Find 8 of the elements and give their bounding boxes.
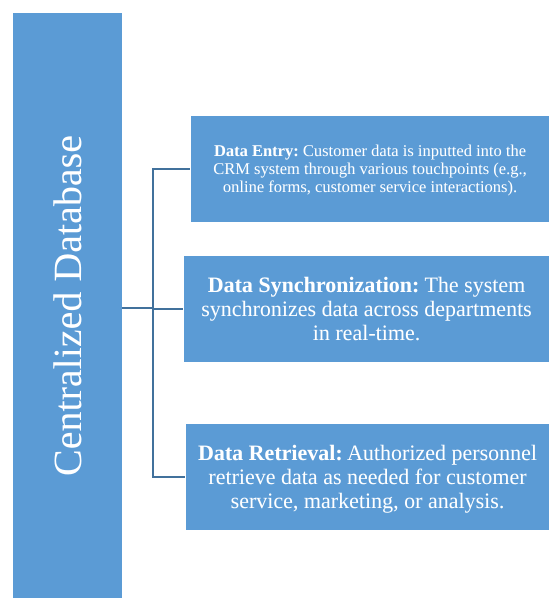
box-text: Data Synchronization: The system synchronizes data across departments in real-time. <box>200 272 533 346</box>
box-text: Data Entry: Customer data is inputted into the CRM system through various touchpoints (e.g., online forms, customer service interactions). <box>212 142 528 196</box>
process-box <box>185 423 550 531</box>
process-box <box>183 255 550 363</box>
bar-title: Centralized Database <box>44 135 91 476</box>
box-text: Data Retrieval: Authorized personnel retrieve data as needed for customer service, marketing, or analysis. <box>196 440 538 514</box>
process-box <box>190 115 550 223</box>
database-bar <box>13 13 122 598</box>
